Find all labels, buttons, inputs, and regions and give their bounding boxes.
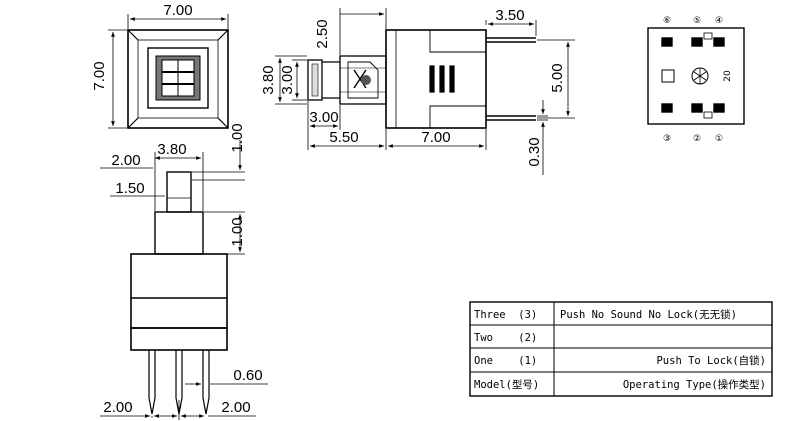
table-header-model: Model(型号) — [474, 378, 539, 391]
table-row-model: One (1) — [474, 355, 537, 367]
dim-front-2-00-right: 2.00 — [221, 399, 250, 416]
dim-front-3-80: 3.80 — [157, 141, 186, 158]
dim-side-3-00-vertical: 3.00 — [279, 65, 296, 94]
dim-top-height: 7.00 — [91, 61, 108, 90]
side-view-dimensions — [275, 8, 575, 175]
pin-label-3: ③ — [663, 134, 671, 144]
dim-side-7-00: 7.00 — [421, 129, 450, 146]
pin-label-2: ② — [693, 134, 701, 144]
dim-side-0-30: 0.30 — [526, 137, 543, 166]
dim-front-1-00-mid: 1.00 — [229, 217, 246, 246]
dim-side-3-80: 3.80 — [260, 65, 277, 94]
dim-front-2-00-left: 2.00 — [103, 399, 132, 416]
dim-front-0-60: 0.60 — [233, 367, 262, 384]
pin-label-6: ⑥ — [663, 16, 671, 26]
top-view-dimensions — [108, 14, 229, 129]
pin-label-4: ④ — [715, 16, 723, 26]
pin-label-5: ⑤ — [693, 16, 701, 26]
dim-side-3-00-horizontal: 3.00 — [309, 109, 338, 126]
bottom-view — [647, 27, 745, 125]
dim-side-3-50: 3.50 — [495, 7, 524, 24]
table-header-type: Operating Type(操作类型) — [623, 378, 766, 391]
dim-side-2-50: 2.50 — [314, 19, 331, 48]
dim-front-1-50: 1.50 — [115, 180, 144, 197]
table-row-model: Three (3) — [474, 309, 537, 321]
dim-side-5-50: 5.50 — [329, 129, 358, 146]
front-view — [130, 171, 228, 415]
side-view — [307, 29, 536, 129]
pin-number-labels: ⑥ ⑤ ④ ③ ② ① — [663, 16, 723, 144]
dim-side-5-00: 5.00 — [549, 63, 566, 92]
table-row-model: Two (2) — [474, 332, 537, 344]
bottom-view-mark: 20 — [723, 70, 733, 82]
table-row-type: Push No Sound No Lock(无无锁) — [560, 308, 737, 321]
spec-table — [469, 301, 773, 397]
dim-front-2-00-top: 2.00 — [111, 152, 140, 169]
pin-label-1: ① — [715, 134, 723, 144]
front-view-dimensions — [100, 140, 268, 420]
top-view — [127, 29, 229, 129]
table-row-type: Push To Lock(自锁) — [656, 354, 766, 367]
dim-top-width: 7.00 — [163, 2, 192, 19]
dim-front-1-00-top: 1.00 — [229, 123, 246, 152]
